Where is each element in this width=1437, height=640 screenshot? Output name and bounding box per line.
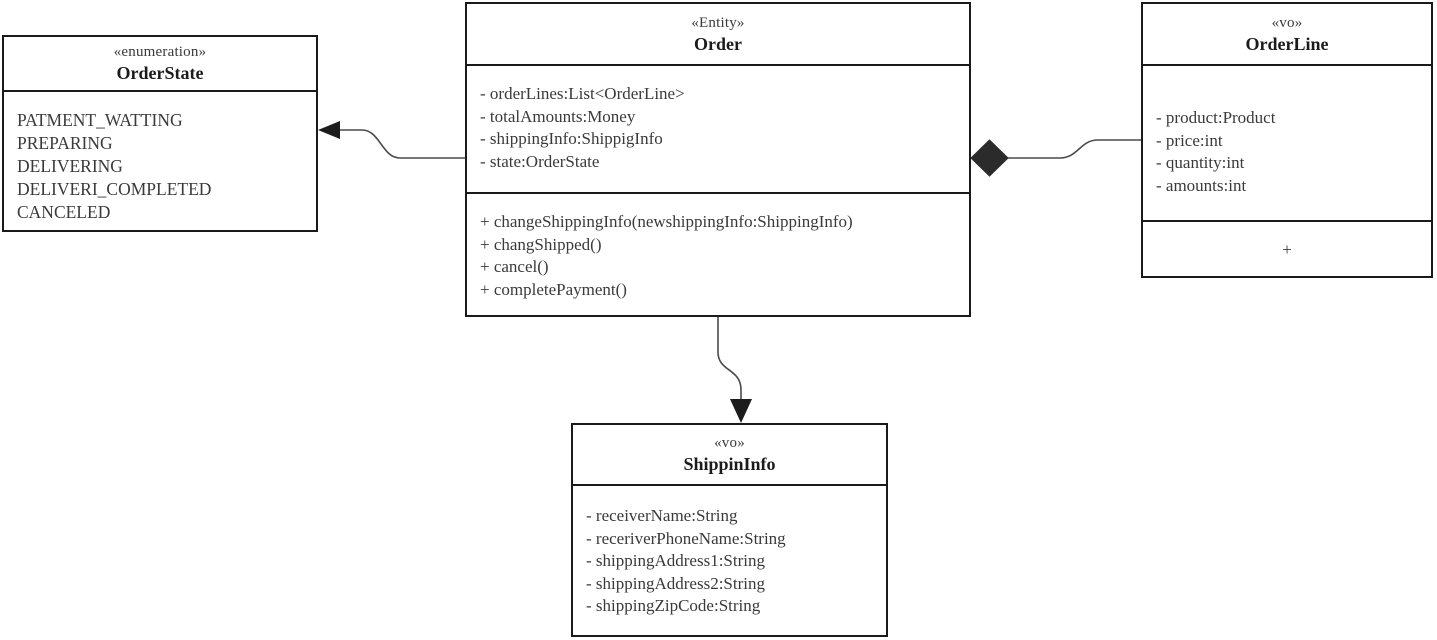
- order-attribute-list: - orderLines:List<OrderLine> - totalAmou…: [480, 83, 969, 173]
- order-line-attributes-compartment: - product:Product - price:int - quantity…: [1143, 64, 1431, 220]
- order-state-literal-list: PATMENT_WATTING PREPARING DELIVERING DEL…: [17, 109, 316, 224]
- order-state-name: OrderState: [116, 63, 204, 83]
- operation-row: + changShipped(): [480, 234, 602, 254]
- enum-literal: PATMENT_WATTING: [17, 110, 183, 130]
- shippin-info-attribute-list: - receiverName:String - receriverPhoneNa…: [586, 505, 886, 618]
- order-state-literals-compartment: PATMENT_WATTING PREPARING DELIVERING DEL…: [4, 90, 316, 230]
- attribute-row: - quantity:int: [1156, 153, 1245, 173]
- attribute-row: - state:OrderState: [480, 151, 600, 171]
- connector-order-to-orderstate: [318, 121, 465, 159]
- order-state-stereotype: «enumeration»: [113, 44, 207, 60]
- shippin-info-stereotype: «vo»: [714, 435, 745, 451]
- order-state-header: «enumeration» OrderState: [4, 37, 316, 90]
- order-line-attribute-list: - product:Product - price:int - quantity…: [1156, 107, 1431, 197]
- connector-order-to-orderline: [970, 139, 1141, 177]
- operation-row: + changeShippingInfo(newshippingInfo:Shi…: [480, 212, 853, 231]
- enum-literal: DELIVERI_COMPLETED: [17, 178, 212, 199]
- order-stereotype: «Entity»: [691, 14, 745, 31]
- order-attributes-compartment: - orderLines:List<OrderLine> - totalAmou…: [467, 64, 969, 192]
- attribute-row: - orderLines:List<OrderLine>: [480, 84, 685, 103]
- shippin-info-attributes-compartment: - receiverName:String - receriverPhoneNa…: [573, 484, 886, 635]
- attribute-row: - shippingZipCode:String: [586, 596, 761, 616]
- attribute-row: - product:Product: [1156, 108, 1276, 127]
- attribute-row: - shippingAddress1:String: [586, 551, 765, 571]
- operation-row: + completePayment(): [480, 279, 627, 299]
- order-header: «Entity» Order: [467, 4, 969, 64]
- order-line-header: «vo» OrderLine: [1143, 4, 1431, 64]
- attribute-row: - amounts:int: [1156, 175, 1247, 195]
- shippin-info-name: ShippinInfo: [683, 454, 776, 474]
- order-line-name: OrderLine: [1245, 33, 1329, 54]
- enum-literal: CANCELED: [17, 201, 111, 222]
- attribute-row: - totalAmounts:Money: [480, 106, 636, 126]
- attribute-row: - receriverPhoneName:String: [586, 528, 786, 548]
- attribute-row: - price:int: [1156, 130, 1223, 150]
- attribute-row: - shippingAddress2:String: [586, 573, 765, 593]
- shippin-info-header: «vo» ShippinInfo: [573, 425, 886, 484]
- order-operation-list: + changeShippingInfo(newshippingInfo:Shi…: [480, 211, 969, 301]
- class-box-order-line[interactable]: «vo» OrderLine - product:Product - price…: [1141, 2, 1433, 278]
- order-line-operations-compartment: +: [1143, 220, 1431, 276]
- class-box-order-state[interactable]: «enumeration» OrderState PATMENT_WATTING…: [2, 35, 318, 232]
- attribute-row: - shippingInfo:ShippigInfo: [480, 129, 663, 149]
- enum-literal: DELIVERING: [17, 155, 123, 176]
- order-line-stereotype: «vo»: [1271, 14, 1303, 31]
- operation-row: +: [1282, 240, 1292, 259]
- order-operations-compartment: + changeShippingInfo(newshippingInfo:Shi…: [467, 192, 969, 315]
- operation-row: + cancel(): [480, 257, 549, 277]
- class-box-order[interactable]: «Entity» Order - orderLines:List<OrderLi…: [465, 2, 971, 317]
- enum-literal: PREPARING: [17, 132, 113, 153]
- connector-order-to-shippininfo: [717, 317, 752, 423]
- order-name: Order: [694, 33, 742, 54]
- class-box-shippin-info[interactable]: «vo» ShippinInfo - receiverName:String -…: [571, 423, 888, 637]
- attribute-row: - receiverName:String: [586, 506, 738, 525]
